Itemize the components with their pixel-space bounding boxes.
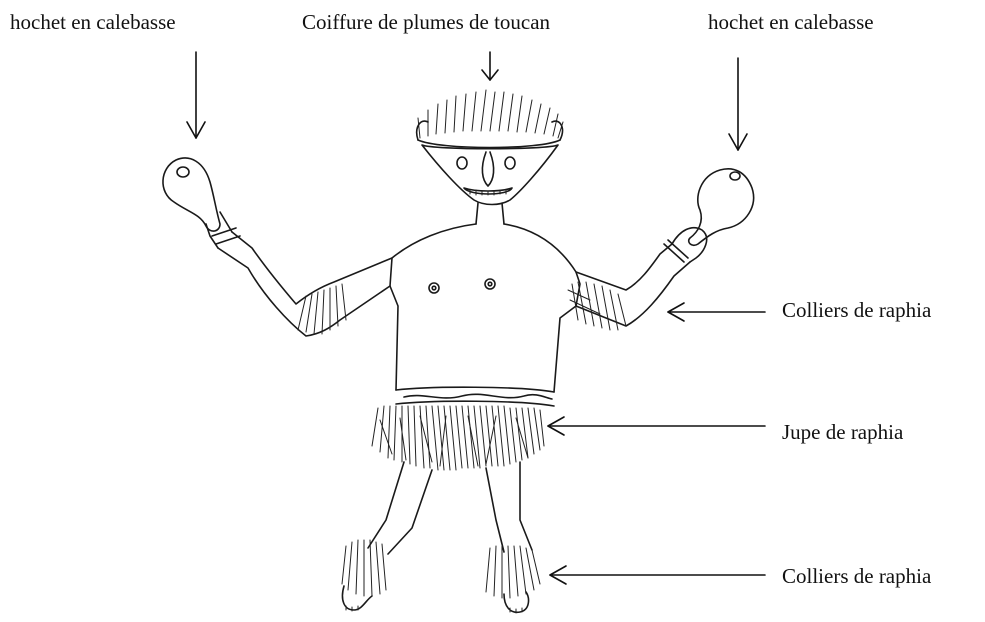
head [422, 145, 558, 205]
left-foot [342, 586, 372, 611]
waist-band [396, 387, 554, 406]
right-foot [504, 592, 528, 613]
left-gourd-rattle [163, 158, 220, 231]
label-rattle-right: hochet en calebasse [708, 12, 874, 33]
label-ankle-collars: Colliers de raphia [782, 566, 931, 587]
label-skirt: Jupe de raphia [782, 422, 903, 443]
arrow-ankle-collars [550, 566, 765, 584]
toucan-feather-headdress [417, 90, 563, 148]
legs [368, 462, 532, 554]
arrow-rattle-left [187, 52, 205, 138]
arrow-arm-collars [668, 303, 765, 321]
right-ankle-collar [486, 546, 540, 598]
raffia-skirt [372, 406, 544, 470]
label-rattle-left: hochet en calebasse [10, 12, 176, 33]
left-ankle-collar [342, 540, 386, 596]
arrow-headdress [482, 52, 498, 80]
label-headdress: Coiffure de plumes de toucan [302, 12, 550, 33]
arrow-skirt [548, 417, 765, 435]
torso [390, 203, 580, 392]
label-arm-collars: Colliers de raphia [782, 300, 931, 321]
arrow-rattle-right [729, 58, 747, 150]
right-gourd-rattle [689, 169, 754, 246]
left-arm [206, 212, 392, 336]
right-arm [568, 228, 707, 330]
